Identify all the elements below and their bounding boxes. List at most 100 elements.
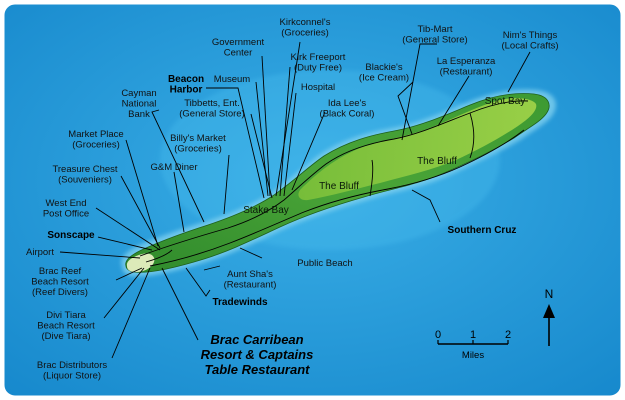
label-line: (Black Coral) bbox=[320, 109, 375, 120]
label-line: Tib-Mart bbox=[417, 24, 452, 35]
label-hospital: Hospital bbox=[301, 82, 335, 93]
label-line: (Ice Cream) bbox=[359, 73, 409, 84]
label-tib-mart: Tib-Mart(General Store) bbox=[402, 24, 467, 46]
label-line: (Liquor Store) bbox=[43, 371, 101, 382]
label-line: Airport bbox=[26, 247, 54, 258]
label-kirkconnels: Kirkconnel's(Groceries) bbox=[280, 17, 331, 39]
label-line: Spot Bay bbox=[485, 96, 526, 107]
label-market-place: Market Place(Groceries) bbox=[68, 129, 123, 151]
label-line: Southern Cruz bbox=[448, 225, 517, 236]
label-line: National bbox=[122, 99, 157, 110]
label-tibbetts: Tibbetts, Ent.(General Store) bbox=[179, 98, 244, 120]
label-line: (Groceries) bbox=[281, 28, 329, 39]
label-line: Treasure Chest bbox=[52, 164, 117, 175]
label-sonscape: Sonscape bbox=[47, 230, 95, 241]
label-blackies: Blackie's(Ice Cream) bbox=[359, 62, 409, 84]
label-line: (General Store) bbox=[402, 35, 467, 46]
label-tradewinds: Tradewinds bbox=[212, 297, 267, 308]
label-line: Kirkconnel's bbox=[280, 17, 331, 28]
label-line: (Groceries) bbox=[174, 144, 222, 155]
label-line: Market Place bbox=[68, 129, 123, 140]
label-brac-distributors: Brac Distributors(Liquor Store) bbox=[37, 360, 107, 382]
label-line: Center bbox=[224, 48, 253, 59]
label-line: (Reef Divers) bbox=[32, 287, 88, 298]
label-line: La Esperanza bbox=[437, 56, 496, 67]
label-line: (Restaurant) bbox=[224, 280, 277, 291]
label-line: The Bluff bbox=[319, 181, 359, 192]
label-line: Divi Tiara bbox=[46, 310, 86, 321]
label-line: (Souveniers) bbox=[58, 175, 112, 186]
label-line: (Groceries) bbox=[72, 140, 120, 151]
label-line: (Dive Tiara) bbox=[41, 331, 90, 342]
label-line: The Bluff bbox=[417, 156, 457, 167]
leader-lines bbox=[59, 41, 531, 359]
label-line: Beacon bbox=[168, 74, 204, 85]
label-stake-bay: Stake Bay bbox=[243, 205, 289, 216]
label-line: Sonscape bbox=[47, 230, 95, 241]
label-line: (General Store) bbox=[179, 109, 244, 120]
label-line: Hospital bbox=[301, 82, 335, 93]
label-line: (Restaurant) bbox=[440, 67, 493, 78]
label-line: Stake Bay bbox=[243, 205, 289, 216]
scale-tick-0: 0 bbox=[435, 329, 441, 341]
label-line: Billy's Market bbox=[170, 133, 226, 144]
label-southern-cruz: Southern Cruz bbox=[448, 225, 517, 236]
north-letter: N bbox=[545, 287, 554, 301]
label-gm-diner: G&M Diner bbox=[151, 162, 198, 173]
label-line: West End bbox=[45, 198, 86, 209]
label-line: Kirk Freeport bbox=[291, 52, 346, 63]
label-spot-bay: Spot Bay bbox=[485, 96, 526, 107]
label-line: Public Beach bbox=[297, 258, 352, 269]
bluff-plateau bbox=[298, 98, 537, 201]
label-line: Ida Lee's bbox=[328, 98, 367, 109]
label-billys-market: Billy's Market(Groceries) bbox=[170, 133, 226, 155]
label-line: Government bbox=[212, 37, 265, 48]
west-beach bbox=[126, 253, 155, 272]
scale-tick-1: 1 bbox=[470, 329, 476, 341]
label-line: Resort & Captains bbox=[201, 347, 314, 362]
label-kirk-freeport: Kirk Freeport(Duty Free) bbox=[291, 52, 346, 74]
label-airport: Airport bbox=[26, 247, 54, 258]
label-line: Harbor bbox=[170, 85, 203, 96]
scale-unit: Miles bbox=[462, 350, 484, 361]
label-line: Aunt Sha's bbox=[227, 269, 273, 280]
label-line: Beach Resort bbox=[37, 321, 95, 332]
map-labels: Kirkconnel's(Groceries) Tib-Mart(General… bbox=[26, 17, 559, 382]
label-line: (Local Crafts) bbox=[501, 41, 558, 52]
label-line: Nim's Things bbox=[503, 30, 558, 41]
label-line: Brac Carribean bbox=[210, 332, 303, 347]
label-line: Cayman bbox=[121, 88, 156, 99]
scale-tick-2: 2 bbox=[505, 329, 511, 341]
label-nims-things: Nim's Things(Local Crafts) bbox=[501, 30, 558, 52]
label-line: Tradewinds bbox=[212, 297, 267, 308]
label-line: Brac Distributors bbox=[37, 360, 107, 371]
label-the-bluff-west: The Bluff bbox=[319, 181, 359, 192]
label-line: Tibbetts, Ent. bbox=[184, 98, 240, 109]
label-line: Beach Resort bbox=[31, 277, 89, 288]
label-line: Bank bbox=[128, 109, 150, 120]
scale-bar: 0 1 2 Miles bbox=[435, 329, 511, 361]
label-line: Museum bbox=[214, 74, 251, 85]
label-museum: Museum bbox=[214, 74, 251, 85]
label-line: Brac Reef bbox=[39, 266, 82, 277]
label-line: Post Office bbox=[43, 209, 89, 220]
label-line: (Duty Free) bbox=[294, 63, 342, 74]
roads bbox=[139, 100, 529, 267]
label-aunt-shas: Aunt Sha's(Restaurant) bbox=[224, 269, 277, 291]
north-arrow: N bbox=[543, 287, 555, 346]
label-ida-lees: Ida Lee's(Black Coral) bbox=[320, 98, 375, 120]
label-treasure-chest: Treasure Chest(Souveniers) bbox=[52, 164, 117, 186]
label-line: G&M Diner bbox=[151, 162, 198, 173]
label-line: Table Restaurant bbox=[205, 362, 311, 377]
label-line: Blackie's bbox=[365, 62, 402, 73]
label-the-bluff-east: The Bluff bbox=[417, 156, 457, 167]
label-la-esperanza: La Esperanza(Restaurant) bbox=[437, 56, 496, 78]
